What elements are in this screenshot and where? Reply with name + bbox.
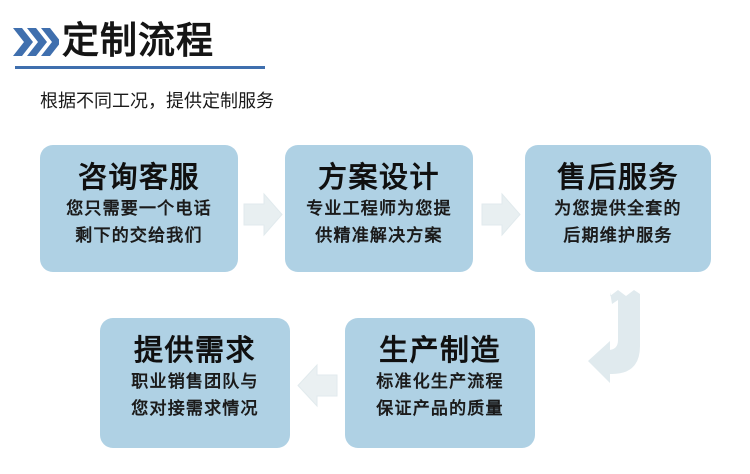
arrow-bend-down-left-icon xyxy=(552,286,657,406)
flow-step-desc-line2: 保证产品的质量 xyxy=(376,399,504,418)
flow-step-title: 提供需求 xyxy=(133,335,256,367)
flow-step-produce[interactable]: 生产制造 标准化生产流程 保证产品的质量 xyxy=(345,318,535,448)
double-chevron-right-icon xyxy=(13,27,61,57)
arrow-right-icon xyxy=(481,192,521,237)
flow-step-aftersale[interactable]: 售后服务 为您提供全套的 后期维护服务 xyxy=(525,145,711,272)
arrow-left-icon xyxy=(296,362,338,408)
flow-step-desc-line1: 为您提供全套的 xyxy=(554,199,682,218)
flow-step-title: 咨询客服 xyxy=(77,162,200,194)
title-underline xyxy=(15,66,265,69)
flow-step-consult[interactable]: 咨询客服 您只需要一个电话 剩下的交给我们 xyxy=(40,145,238,272)
flow-step-desc-line1: 您只需要一个电话 xyxy=(66,199,212,218)
arrow-right-icon xyxy=(243,192,283,237)
flow-step-desc-line2: 供精准解决方案 xyxy=(315,226,443,245)
flow-step-desc-line1: 专业工程师为您提 xyxy=(306,199,452,218)
flow-step-desc-line2: 后期维护服务 xyxy=(563,226,673,245)
flow-step-desc-line1: 标准化生产流程 xyxy=(376,372,504,391)
flow-step-title: 生产制造 xyxy=(378,335,501,367)
flow-step-desc-line2: 您对接需求情况 xyxy=(131,399,259,418)
page-subtitle: 根据不同工况，提供定制服务 xyxy=(40,91,274,111)
flow-step-title: 方案设计 xyxy=(317,162,440,194)
flow-step-title: 售后服务 xyxy=(556,162,679,194)
page-header: 定制流程 xyxy=(0,0,750,75)
flow-step-design[interactable]: 方案设计 专业工程师为您提 供精准解决方案 xyxy=(285,145,473,272)
flow-step-desc-line2: 剩下的交给我们 xyxy=(75,226,203,245)
flow-step-desc-line1: 职业销售团队与 xyxy=(131,372,259,391)
flow-step-demand[interactable]: 提供需求 职业销售团队与 您对接需求情况 xyxy=(100,318,290,448)
page-title: 定制流程 xyxy=(62,20,214,61)
